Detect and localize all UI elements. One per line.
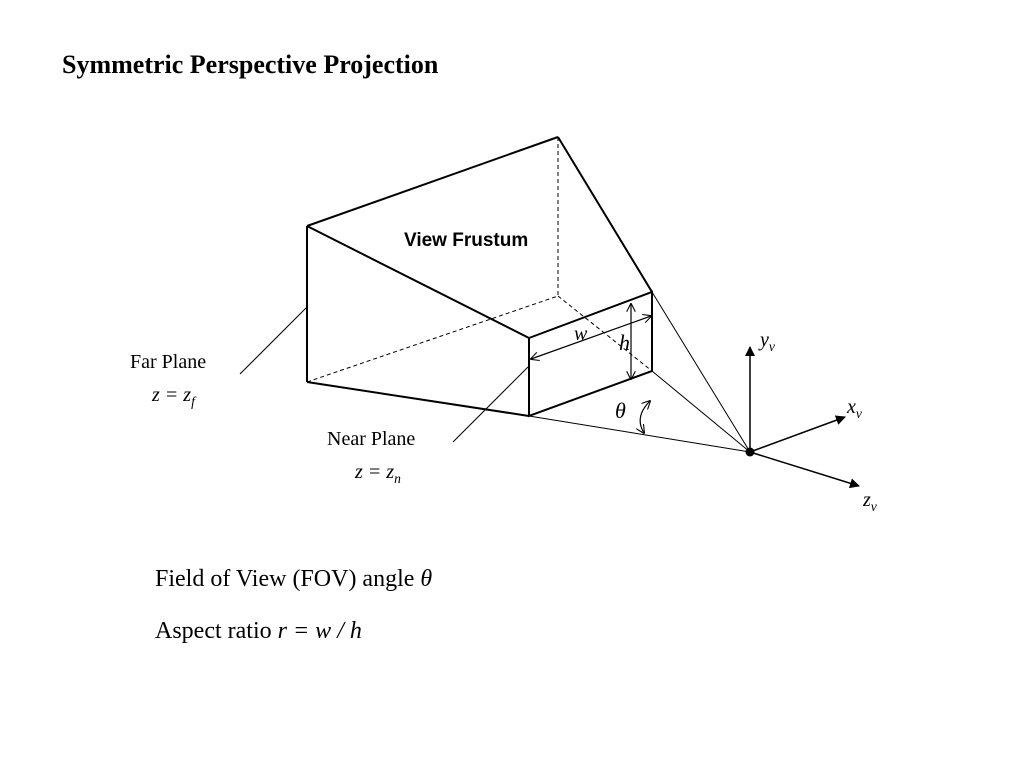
projection-lines [528, 291, 751, 453]
aspect-caption-slash: / [331, 618, 350, 644]
far-eq-var: z [183, 384, 192, 406]
aspect-caption-h: h [349, 618, 362, 644]
h-label: h [619, 330, 630, 355]
near-plane-leader [452, 365, 530, 443]
y-axis-var: y [760, 329, 769, 351]
fov-caption-symbol: θ [420, 566, 433, 592]
fov-caption: Field of View (FOV) angle θ [155, 567, 432, 591]
aspect-caption-eq: = [286, 618, 316, 644]
y-axis-sub: v [768, 338, 775, 354]
near-plane-equation: z = zn [355, 462, 401, 485]
aspect-ratio-caption: Aspect ratio r = w / h [155, 619, 362, 643]
far-top-edge [306, 136, 559, 227]
view-axes [745, 346, 860, 489]
fov-caption-text: Field of View (FOV) angle [155, 566, 421, 592]
hidden-edge-back-right [557, 295, 653, 372]
eye-point [745, 447, 755, 457]
near-eq-lhs: z = [355, 461, 387, 483]
leader-lines [239, 306, 530, 443]
z-axis-arrow [749, 451, 860, 489]
near-eq-var: z [386, 461, 395, 483]
y-axis-label: yv [760, 330, 775, 353]
theta-label: θ [615, 398, 626, 423]
x-axis-var: x [847, 396, 856, 418]
near-plane-rect [528, 290, 653, 418]
dimension-arrows [531, 304, 651, 433]
z-axis-label: zv [863, 490, 877, 513]
far-eq-lhs: z = [152, 384, 184, 406]
right-top-edge [557, 136, 653, 293]
near-plane-label: Near Plane [327, 428, 416, 450]
near-eq-sub: n [394, 470, 401, 486]
proj-line-top [651, 291, 751, 453]
far-plane-label: Far Plane [130, 351, 207, 373]
page-title: Symmetric Perspective Projection [62, 50, 439, 79]
hidden-edges [306, 137, 653, 383]
x-axis-sub: v [855, 405, 862, 421]
proj-line-bottom-left [528, 415, 751, 453]
x-axis-label: xv [847, 397, 862, 420]
frustum-edges [306, 136, 653, 417]
w-label: w [574, 323, 588, 345]
side-top-edge [306, 225, 530, 339]
z-axis-sub: v [870, 498, 877, 514]
x-axis-arrow [749, 415, 846, 453]
proj-line-bottom-right [651, 370, 751, 453]
side-bottom-edge [306, 381, 530, 417]
far-plane-leader [239, 306, 308, 375]
aspect-caption-r: r [277, 618, 287, 644]
aspect-caption-text: Aspect ratio [155, 618, 278, 644]
view-frustum-label: View Frustum [404, 230, 529, 251]
far-plane-equation: z = zf [152, 385, 195, 408]
aspect-caption-w: w [315, 618, 332, 644]
z-axis-var: z [863, 489, 871, 511]
far-eq-sub: f [191, 393, 195, 409]
theta-arc-arrow [640, 401, 650, 433]
hidden-edge-bottom-back [306, 295, 559, 383]
